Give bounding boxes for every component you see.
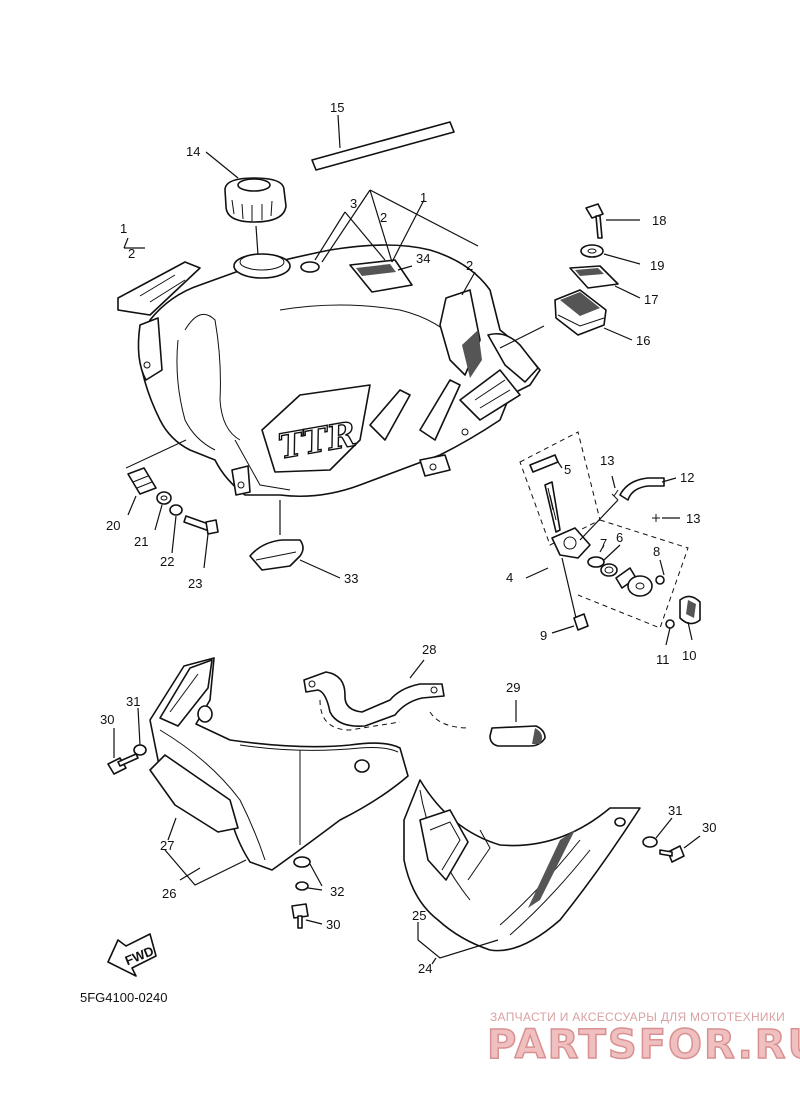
- right-side-decal: [439, 289, 482, 378]
- callout-19: 19: [650, 258, 664, 273]
- callout-23: 23: [188, 576, 202, 591]
- callout-10: 10: [682, 648, 696, 663]
- callout-17: 17: [644, 292, 658, 307]
- callout-16: 16: [636, 333, 650, 348]
- collar-21: [154, 491, 172, 531]
- callout-8: 8: [653, 544, 660, 559]
- callout-labels: 15 14 1 3 2 34 2 1 2 18 19 17 16 5 13 12…: [100, 100, 716, 976]
- callout-28: 28: [422, 642, 436, 657]
- callout-2: 2: [380, 210, 387, 225]
- callout-4: 4: [506, 570, 513, 585]
- bolt-18: [585, 203, 640, 239]
- callout-18: 18: [652, 213, 666, 228]
- fuel-tank: TTR: [137, 244, 541, 497]
- watermark-brand[interactable]: PARTSFOR.RU: [486, 1021, 800, 1069]
- right-side-cover: [403, 779, 701, 965]
- callout-32: 32: [330, 884, 344, 899]
- callout-3: 3: [350, 196, 357, 211]
- damper-33: [249, 500, 341, 579]
- callout-5: 5: [564, 462, 571, 477]
- callout-27: 27: [160, 838, 174, 853]
- callout-9: 9: [540, 628, 547, 643]
- callout-1: 1: [120, 221, 127, 236]
- callout-15: 15: [330, 100, 344, 115]
- breather-hose: [311, 114, 455, 171]
- callout-11: 11: [656, 652, 670, 667]
- bolt-23: [183, 515, 219, 569]
- part-code: 5FG4100-0240: [80, 990, 168, 1005]
- callout-1-top: 1: [420, 190, 427, 205]
- grommet-20: [127, 467, 157, 516]
- hose-29: [489, 700, 546, 747]
- washer-19: [580, 244, 641, 265]
- washer-22: [169, 504, 183, 554]
- plate-17: [569, 265, 641, 299]
- callout-12: 12: [680, 470, 694, 485]
- fuel-hose-12: [579, 475, 680, 541]
- forward-arrow-badge: FWD: [107, 933, 157, 977]
- callout-26: 26: [162, 886, 176, 901]
- callout-21: 21: [134, 534, 148, 549]
- tank-top-decal: [349, 259, 413, 293]
- callout-2-left: 2: [128, 246, 135, 261]
- left-side-cover: [107, 657, 409, 929]
- loose-side-decal: [117, 237, 201, 316]
- callout-6: 6: [616, 530, 623, 545]
- callout-30-left: 30: [100, 712, 114, 727]
- callout-25: 25: [412, 908, 426, 923]
- callout-30-bottom: 30: [326, 917, 340, 932]
- callout-24: 24: [418, 961, 432, 976]
- callout-33: 33: [344, 571, 358, 586]
- callout-20: 20: [106, 518, 120, 533]
- callout-30-right: 30: [702, 820, 716, 835]
- callout-34: 34: [416, 251, 430, 266]
- callout-22: 22: [160, 554, 174, 569]
- callout-13-top: 13: [600, 453, 614, 468]
- callout-31-left: 31: [126, 694, 140, 709]
- callout-13-right: 13: [686, 511, 700, 526]
- callout-14: 14: [186, 144, 200, 159]
- callout-31-right: 31: [668, 803, 682, 818]
- stay-28: [303, 659, 471, 731]
- callout-29: 29: [506, 680, 520, 695]
- fuel-cock-assembly: [519, 431, 701, 646]
- callout-7: 7: [600, 536, 607, 551]
- callout-2-right: 2: [466, 258, 473, 273]
- decal-bracket-lines: [314, 189, 479, 296]
- damper-16: [499, 289, 633, 349]
- tank-mount-leader: [125, 439, 187, 469]
- watermark-caption: ЗАПЧАСТИ И АКСЕССУАРЫ ДЛЯ МОТОТЕХНИКИ: [490, 1010, 786, 1024]
- fuel-cap: [205, 151, 287, 256]
